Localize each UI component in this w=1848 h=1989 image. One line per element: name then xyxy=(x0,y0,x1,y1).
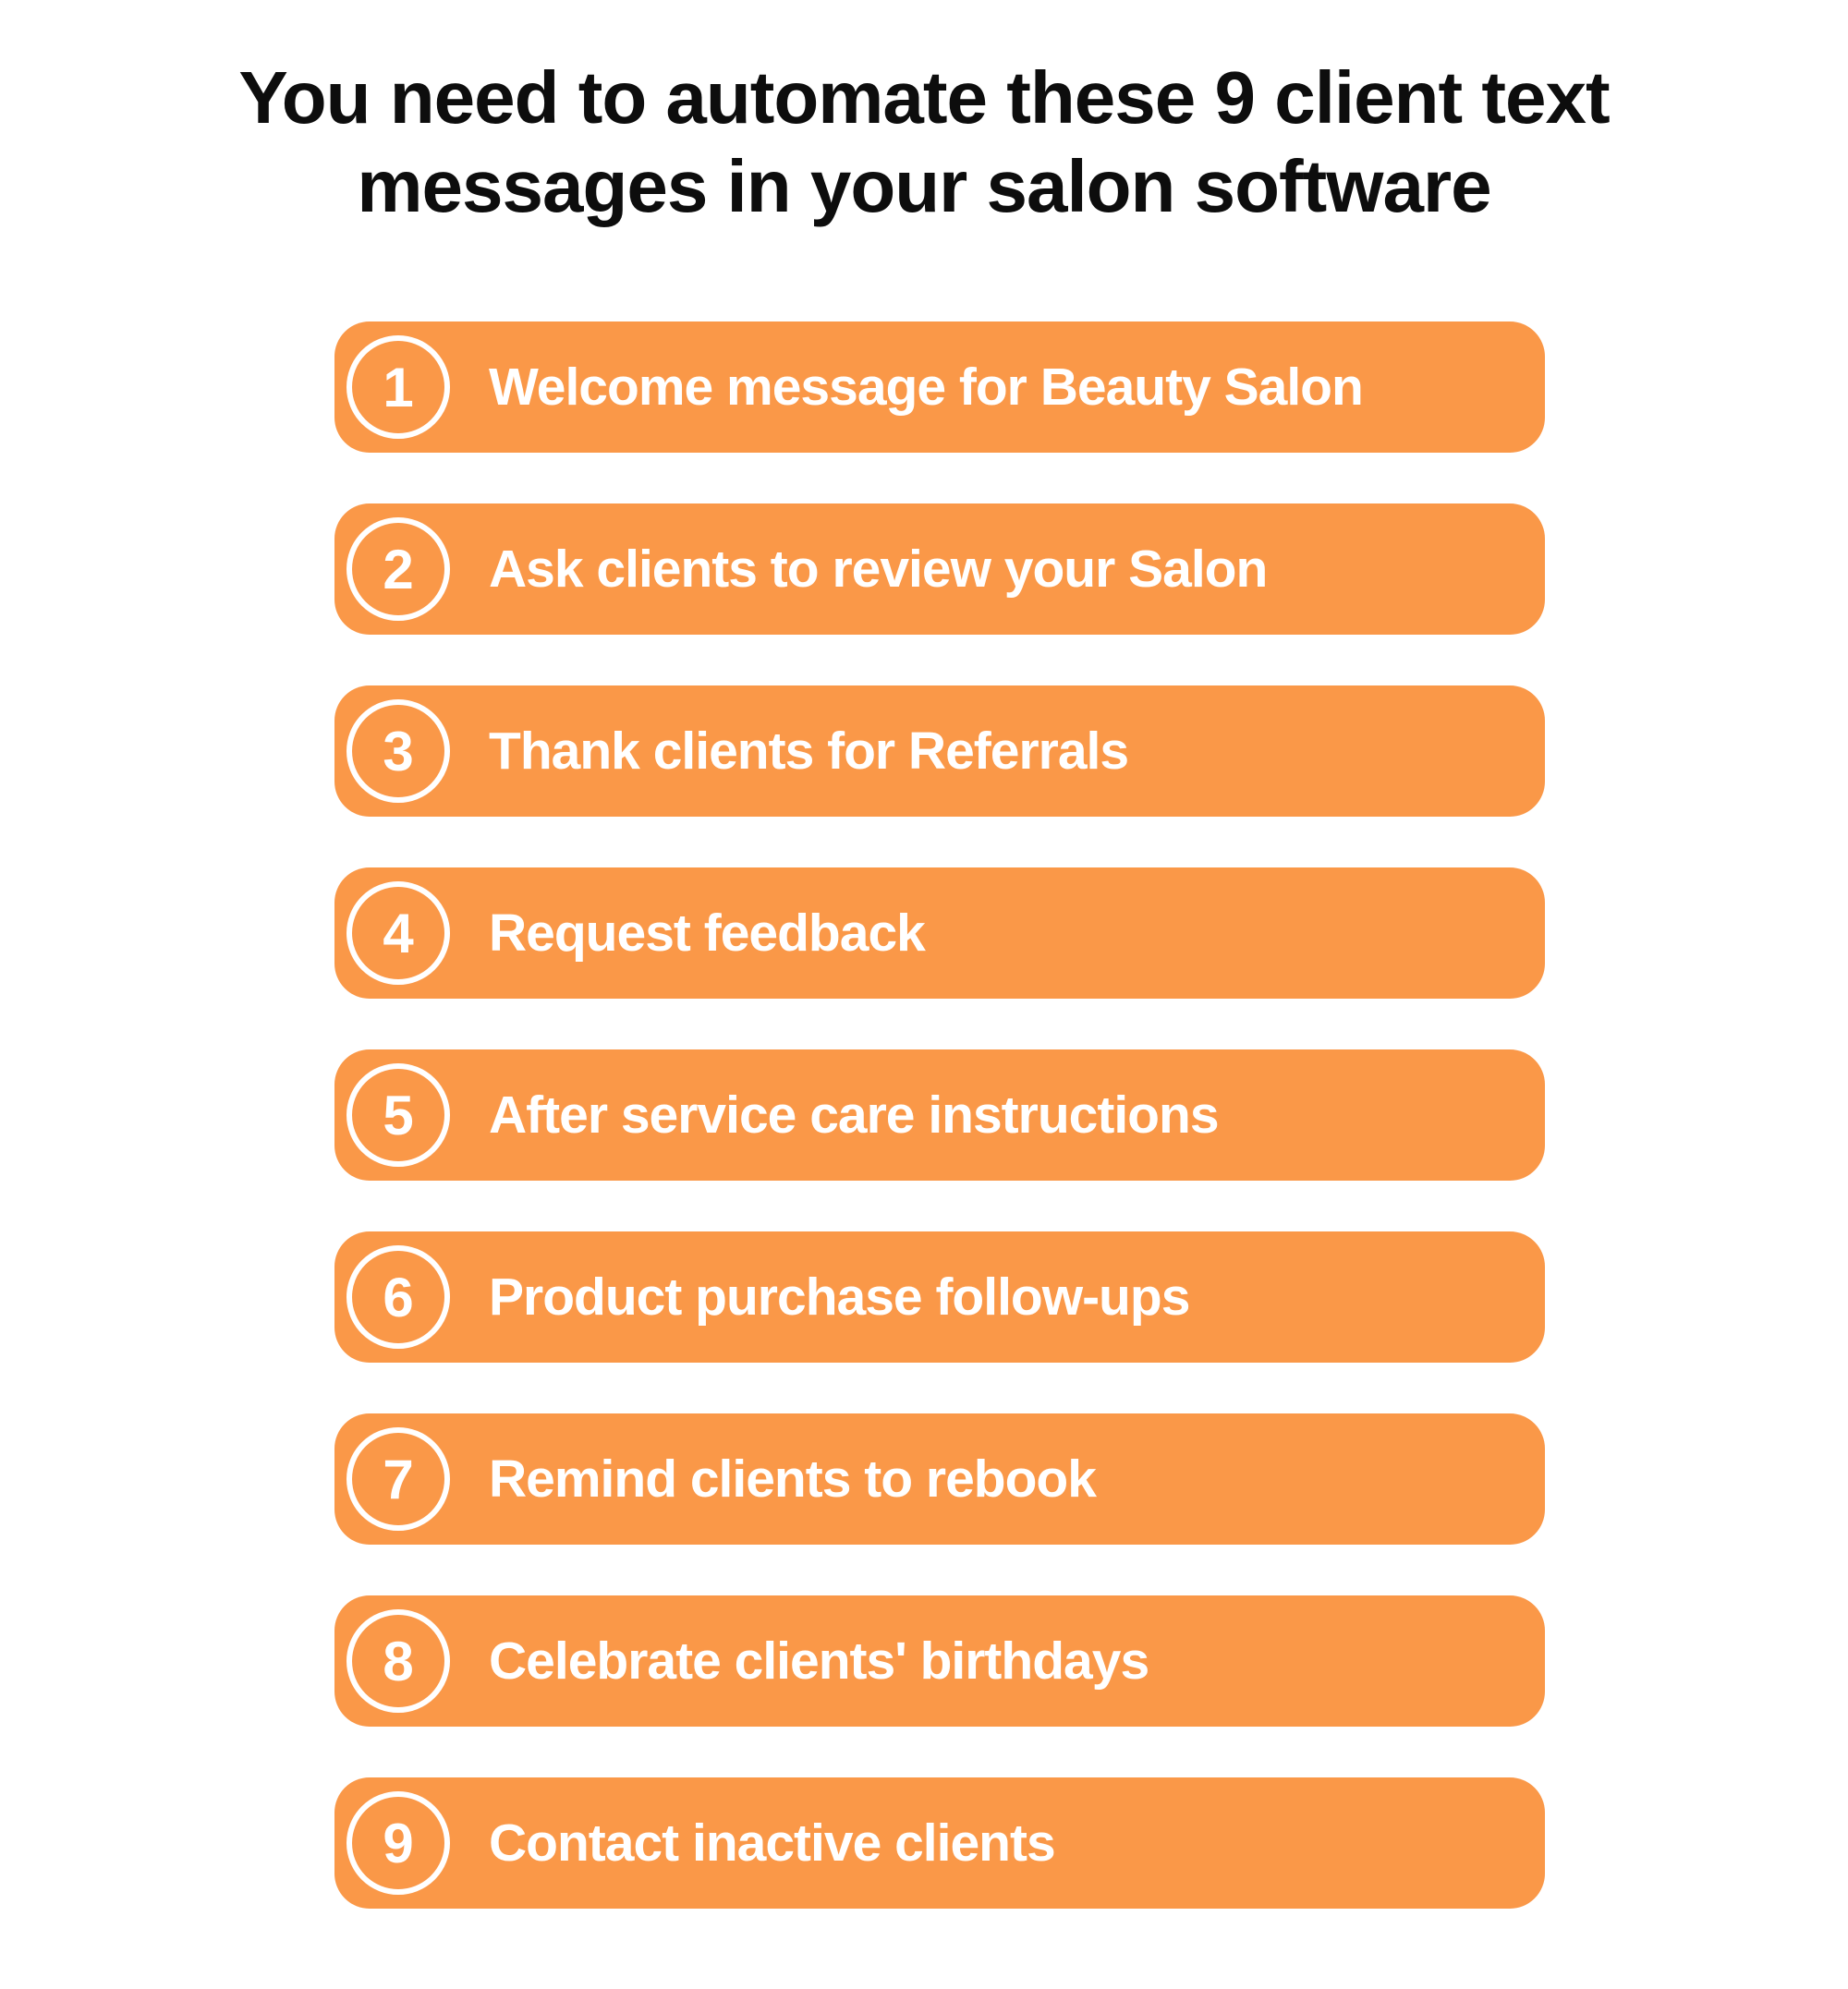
step-number: 6 xyxy=(383,1266,414,1328)
step-label: After service care instructions xyxy=(489,1085,1220,1145)
step-number: 7 xyxy=(383,1448,414,1510)
page-title-line-2: messages in your salon software xyxy=(357,145,1491,227)
step-label: Request feedback xyxy=(489,904,926,963)
step-number: 1 xyxy=(383,356,414,418)
list-item-4: 4 Request feedback xyxy=(334,867,1545,999)
step-number: 4 xyxy=(383,902,414,964)
step-label: Contact inactive clients xyxy=(489,1813,1056,1873)
step-number-badge: 7 xyxy=(346,1427,450,1531)
page-title-line-1: You need to automate these 9 client text xyxy=(238,56,1610,139)
step-number: 2 xyxy=(383,538,414,600)
step-number-badge: 3 xyxy=(346,699,450,803)
list-item-1: 1 Welcome message for Beauty Salon xyxy=(334,321,1545,453)
list-item-6: 6 Product purchase follow-ups xyxy=(334,1231,1545,1363)
list-item-9: 9 Contact inactive clients xyxy=(334,1777,1545,1909)
step-number-badge: 2 xyxy=(346,517,450,621)
step-number: 8 xyxy=(383,1630,414,1692)
step-number: 9 xyxy=(383,1812,414,1874)
page-title: You need to automate these 9 client text… xyxy=(0,54,1848,231)
list-item-8: 8 Celebrate clients' birthdays xyxy=(334,1595,1545,1727)
step-number-badge: 8 xyxy=(346,1609,450,1713)
step-label: Celebrate clients' birthdays xyxy=(489,1631,1149,1691)
step-number: 3 xyxy=(383,720,414,782)
step-number-badge: 4 xyxy=(346,881,450,985)
list-item-3: 3 Thank clients for Referrals xyxy=(334,685,1545,817)
list-item-7: 7 Remind clients to rebook xyxy=(334,1413,1545,1545)
step-label: Product purchase follow-ups xyxy=(489,1267,1190,1327)
step-label: Welcome message for Beauty Salon xyxy=(489,358,1364,417)
step-number-badge: 5 xyxy=(346,1063,450,1167)
list-item-2: 2 Ask clients to review your Salon xyxy=(334,503,1545,635)
step-label: Ask clients to review your Salon xyxy=(489,540,1268,599)
step-number: 5 xyxy=(383,1084,414,1146)
step-label: Remind clients to rebook xyxy=(489,1449,1097,1509)
step-number-badge: 1 xyxy=(346,335,450,439)
step-label: Thank clients for Referrals xyxy=(489,722,1129,781)
step-list: 1 Welcome message for Beauty Salon 2 Ask… xyxy=(334,321,1545,1909)
list-item-5: 5 After service care instructions xyxy=(334,1049,1545,1181)
step-number-badge: 9 xyxy=(346,1791,450,1895)
step-number-badge: 6 xyxy=(346,1245,450,1349)
